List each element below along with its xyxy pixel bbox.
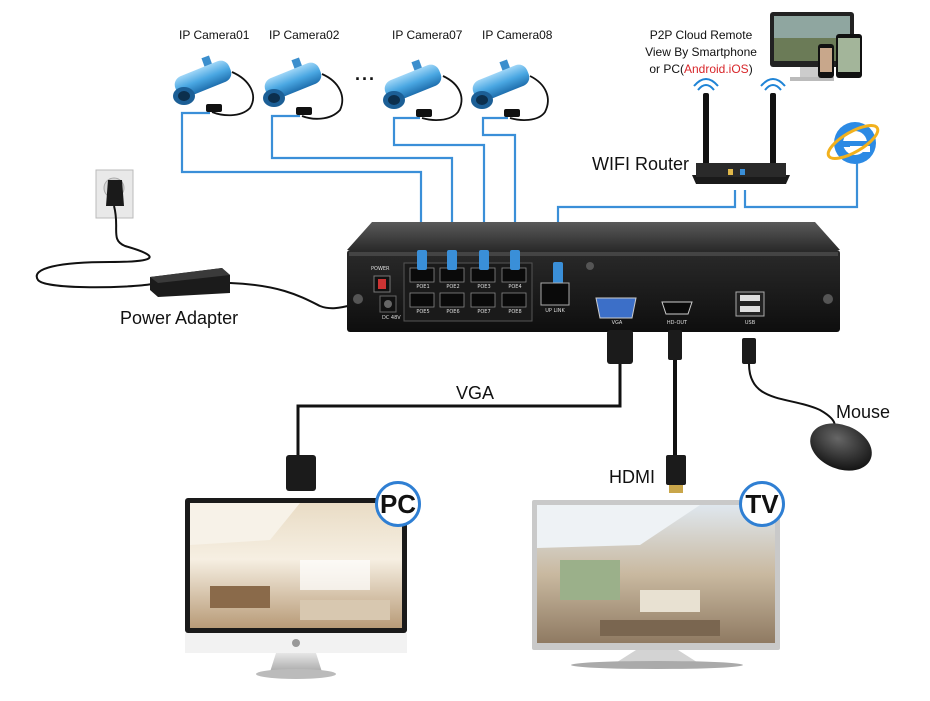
camera-label-02: IP Camera02	[269, 28, 340, 42]
power-plug-graphic	[95, 169, 134, 219]
p2p-line-3-suffix: )	[748, 62, 753, 76]
usb-port-label: USB	[744, 320, 756, 326]
tv-badge: TV	[739, 481, 785, 527]
vga-port-label: VGA	[611, 320, 623, 326]
vga-cable	[286, 330, 633, 491]
ip-camera-08	[471, 59, 530, 117]
ip-camera-07	[383, 59, 442, 117]
vga-cable-label: VGA	[456, 383, 495, 403]
p2p-platforms: Android.iOS	[683, 62, 749, 76]
ip-camera-01	[173, 55, 232, 112]
uplink-label: UP LINK	[545, 308, 565, 314]
poe-label-4: POE4	[508, 284, 522, 290]
hdmi-cable-label: HDMI	[609, 467, 655, 487]
mouse-graphic	[810, 423, 872, 471]
tv-set	[532, 500, 780, 669]
power-adapter-label: Power Adapter	[120, 308, 239, 328]
poe-label-6: POE6	[446, 309, 460, 315]
poe-label-8: POE8	[508, 309, 522, 315]
camera-label-07: IP Camera07	[392, 28, 463, 42]
nvr-recorder	[347, 222, 840, 332]
poe-label-5: POE5	[416, 309, 430, 315]
pc-monitor	[185, 498, 407, 679]
camera-label-08: IP Camera08	[482, 28, 553, 42]
hdmi-cable	[666, 330, 686, 493]
nvr-power-label: POWER	[371, 266, 390, 272]
p2p-remote-text: P2P Cloud Remote View By Smartphone or P…	[638, 27, 764, 78]
usb-mouse-cable	[742, 338, 836, 429]
hdmi-port-label: HD-OUT	[666, 320, 688, 326]
internet-browser-icon	[826, 122, 880, 164]
dc-cable	[229, 282, 353, 310]
camera-cables	[180, 111, 859, 260]
mouse-label: Mouse	[836, 402, 891, 422]
router-label: WIFI Router	[592, 154, 690, 174]
poe-label-7: POE7	[477, 309, 491, 315]
p2p-line-2: View By Smartphone	[645, 45, 757, 59]
nvr-dc-label: DC 48V	[382, 315, 401, 321]
pc-badge: PC	[375, 481, 421, 527]
wifi-router-graphic	[692, 78, 790, 184]
poe-label-2: POE2	[446, 284, 460, 290]
p2p-line-1: P2P Cloud Remote	[649, 28, 753, 42]
remote-devices-graphic	[770, 12, 862, 81]
mains-cable	[35, 205, 153, 289]
camera-label-01: IP Camera01	[179, 28, 250, 42]
poe-label-1: POE1	[416, 284, 430, 290]
camera-pigtails	[211, 71, 549, 121]
more-cameras-ellipsis: ...	[355, 64, 377, 84]
power-adapter-graphic	[150, 268, 230, 297]
poe-label-3: POE3	[477, 284, 491, 290]
p2p-line-3-prefix: or PC(	[649, 62, 684, 76]
ip-camera-02	[263, 57, 322, 115]
p2p-line-3: or PC(Android.iOS)	[638, 61, 764, 78]
